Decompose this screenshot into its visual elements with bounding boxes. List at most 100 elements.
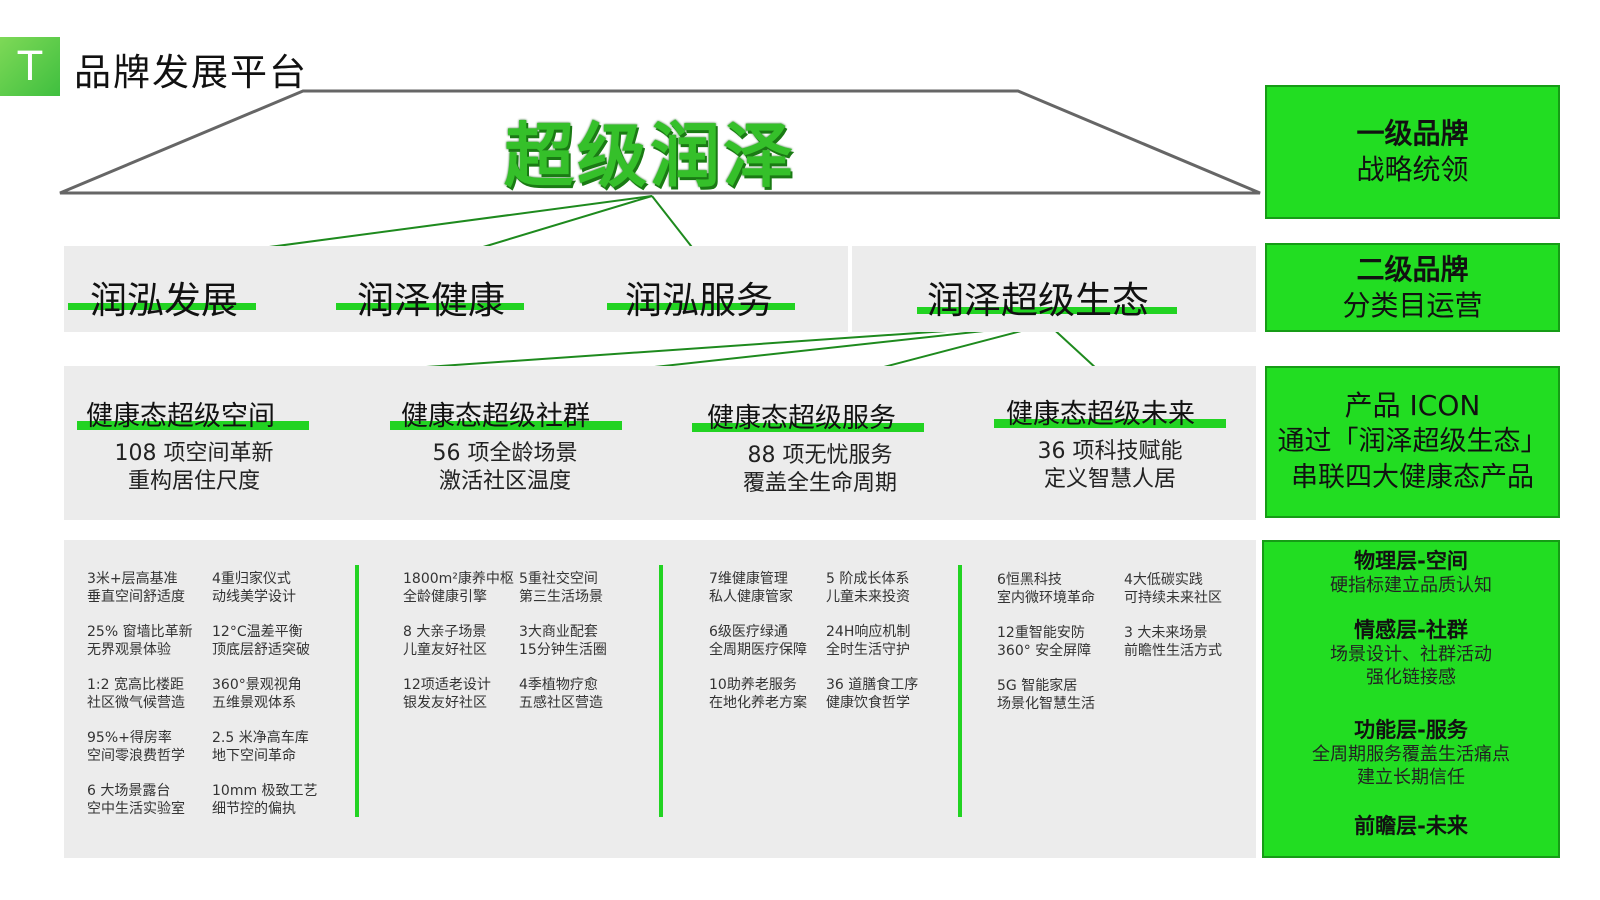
detail-item-desc: 全时生活守护: [826, 642, 910, 658]
layer-title: 情感层-社群: [1354, 618, 1468, 642]
layer-desc: 建立长期信任: [1357, 767, 1465, 788]
detail-item: 4重归家仪式动线美学设计: [212, 570, 296, 606]
detail-item-desc: 私人健康管家: [709, 589, 793, 605]
level3-desc-line: 108 项空间革新: [114, 441, 274, 466]
detail-item-desc: 空中生活实验室: [87, 801, 185, 817]
legend-subtitle: 通过「润泽超级生态」: [1277, 426, 1548, 457]
level3-title: 健康态超级社群: [401, 401, 590, 432]
layer-desc: 强化链接感: [1366, 667, 1456, 688]
level3-desc: 56 项全龄场景 激活社区温度: [405, 440, 605, 496]
layer-block: 前瞻层-未来: [1354, 813, 1468, 839]
legend-title: 二级品牌: [1356, 252, 1469, 286]
detail-item-desc: 空间零浪费哲学: [87, 748, 185, 764]
level3-underline: [994, 419, 1226, 428]
level2-label: 润泓服务: [625, 279, 773, 322]
detail-item: 4季植物疗愈五感社区营造: [519, 676, 603, 712]
detail-item: 10助养老服务在地化养老方案: [709, 676, 807, 712]
level3-underline: [77, 421, 309, 430]
column-divider: [958, 565, 962, 817]
detail-item: 5 阶成长体系儿童未来投资: [826, 570, 910, 606]
header-badge: T: [0, 37, 60, 96]
detail-item-desc: 地下空间革命: [212, 748, 296, 764]
level3-desc-line: 覆盖全生命周期: [742, 471, 897, 496]
detail-item: 10mm 极致工艺细节控的偏执: [212, 782, 318, 818]
level2-label: 润泽超级生态: [927, 279, 1149, 322]
column-divider: [355, 565, 359, 817]
detail-item-title: 7维健康管理: [709, 571, 788, 587]
detail-item: 6恒黑科技室内微环境革命: [997, 571, 1095, 607]
detail-item-title: 360°景观视角: [212, 677, 302, 693]
detail-item: 25% 窗墙比革新无界观景体验: [87, 623, 193, 659]
level1-legend-box: 一级品牌 战略统领: [1265, 85, 1560, 219]
detail-item-desc: 动线美学设计: [212, 589, 296, 605]
detail-item: 3大商业配套 15分钟生活圈: [519, 623, 607, 659]
detail-item-title: 8 大亲子场景: [403, 624, 487, 640]
layer-block: 物理层-空间 硬指标建立品质认知: [1330, 548, 1492, 597]
detail-item-desc: 无界观景体验: [87, 642, 171, 658]
detail-item-desc: 细节控的偏执: [212, 801, 296, 817]
detail-item-title: 6级医疗绿通: [709, 624, 788, 640]
level3-underline: [390, 421, 622, 430]
detail-item: 5G 智能家居场景化智慧生活: [997, 677, 1095, 713]
detail-item-title: 5G 智能家居: [997, 678, 1078, 694]
layer-desc: 硬指标建立品质认知: [1330, 575, 1492, 596]
level3-underline: [692, 423, 924, 432]
detail-item-desc: 第三生活场景: [519, 589, 603, 605]
detail-item: 1800m²康养中枢全龄健康引擎: [403, 570, 514, 606]
legend-title: 产品 ICON: [1344, 389, 1481, 422]
level2-underline: [917, 307, 1177, 314]
detail-item-title: 12重智能安防: [997, 625, 1085, 641]
detail-item: 24H响应机制全时生活守护: [826, 623, 910, 659]
detail-item-title: 12项适老设计: [403, 677, 491, 693]
detail-item-title: 10助养老服务: [709, 677, 797, 693]
detail-item-title: 36 道膳食工序: [826, 677, 919, 693]
level2-underline: [68, 303, 256, 310]
detail-item: 8 大亲子场景儿童友好社区: [403, 623, 487, 659]
detail-item: 12项适老设计银发友好社区: [403, 676, 491, 712]
level2-label: 润泓发展: [90, 279, 238, 322]
page-title: 品牌发展平台: [74, 51, 308, 94]
detail-item-desc: 15分钟生活圈: [519, 642, 607, 658]
detail-item: 6 大场景露台空中生活实验室: [87, 782, 185, 818]
detail-item-title: 4季植物疗愈: [519, 677, 598, 693]
legend-subtitle: 串联四大健康态产品: [1291, 462, 1534, 493]
level2-underline: [607, 303, 795, 310]
level3-band: [64, 366, 1256, 520]
detail-item-title: 3 大未来场景: [1124, 625, 1208, 641]
detail-item-desc: 室内微环境革命: [997, 590, 1095, 606]
detail-item-desc: 儿童友好社区: [403, 642, 487, 658]
detail-item-title: 25% 窗墙比革新: [87, 624, 193, 640]
detail-item: 360°景观视角五维景观体系: [212, 676, 302, 712]
detail-item-title: 10mm 极致工艺: [212, 783, 318, 799]
level3-desc: 108 项空间革新 重构居住尺度: [94, 440, 294, 496]
detail-item-desc: 五感社区营造: [519, 695, 603, 711]
detail-item-title: 4大低碳实践: [1124, 572, 1203, 588]
main-brand-title: 超级润泽: [504, 115, 796, 197]
detail-item-desc: 五维景观体系: [212, 695, 296, 711]
detail-item-title: 95%+得房率: [87, 730, 172, 746]
detail-item-title: 1:2 宽高比楼距: [87, 677, 184, 693]
detail-item-desc: 儿童未来投资: [826, 589, 910, 605]
legend-title: 一级品牌: [1356, 117, 1469, 150]
detail-item-desc: 社区微气候营造: [87, 695, 185, 711]
detail-item-desc: 健康饮食哲学: [826, 695, 910, 711]
detail-item: 6级医疗绿通全周期医疗保障: [709, 623, 807, 659]
detail-item: 7维健康管理私人健康管家: [709, 570, 793, 606]
detail-item-title: 12°C温差平衡: [212, 624, 303, 640]
detail-item-title: 24H响应机制: [826, 624, 911, 640]
detail-item-title: 3米+层高基准: [87, 571, 178, 587]
level3-title: 健康态超级未来: [1006, 399, 1195, 430]
detail-item: 36 道膳食工序健康饮食哲学: [826, 676, 918, 712]
detail-item-title: 3大商业配套: [519, 624, 598, 640]
level2-legend-box: 二级品牌 分类目运营: [1265, 243, 1560, 332]
detail-item-desc: 垂直空间舒适度: [87, 589, 185, 605]
detail-item: 1:2 宽高比楼距社区微气候营造: [87, 676, 185, 712]
layer-desc: 场景设计、社群活动: [1330, 644, 1492, 665]
detail-item-title: 6 大场景露台: [87, 783, 171, 799]
detail-item-title: 6恒黑科技: [997, 572, 1062, 588]
detail-item-desc: 前瞻性生活方式: [1124, 643, 1222, 659]
detail-item-desc: 可持续未来社区: [1124, 590, 1222, 606]
detail-item: 3 大未来场景前瞻性生活方式: [1124, 624, 1222, 660]
layer-title: 前瞻层-未来: [1354, 814, 1468, 838]
level2-band-left: [64, 246, 848, 332]
